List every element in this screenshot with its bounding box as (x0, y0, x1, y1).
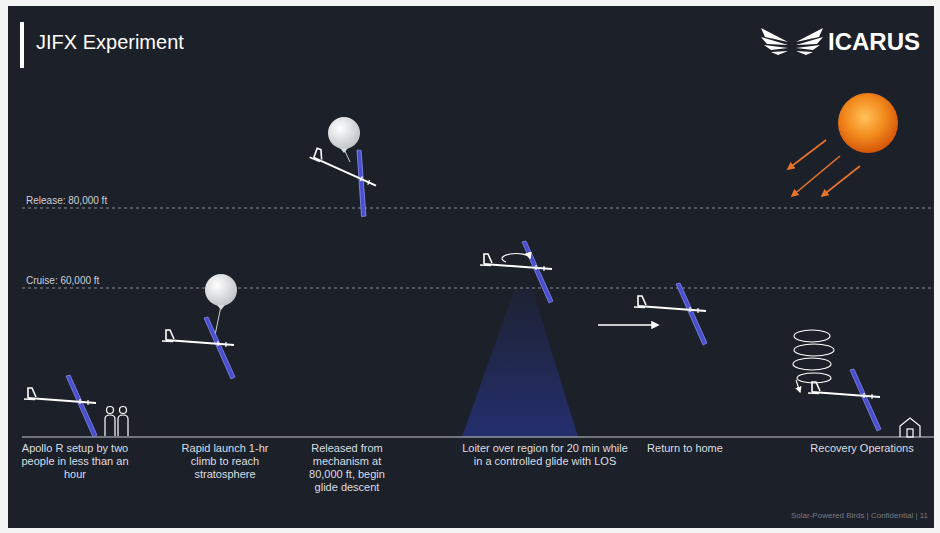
home-icon (900, 418, 920, 437)
loiter-circle-arrow (502, 254, 530, 262)
balloon-neck (217, 305, 225, 310)
descent-spiral-part (794, 330, 830, 342)
altitude-label: Cruise: 60,000 ft (26, 275, 186, 287)
stage-caption: Return to home (630, 442, 740, 455)
left-wing-part (764, 45, 788, 50)
right-wing-part (796, 45, 820, 50)
right-wing (796, 28, 823, 55)
stage-caption: Released from mechanism at 80,000 ft, be… (301, 442, 393, 494)
stage-caption: Apollo R setup by two people in less tha… (15, 442, 135, 481)
aircraft-on-ground (24, 375, 97, 437)
release-altitude-line (22, 208, 934, 209)
recovered-aircraft (808, 369, 881, 431)
stage-caption: Recovery Operations (802, 442, 922, 455)
logo-wings (761, 28, 823, 55)
stage-caption: Rapid launch 1-hr climb to reach stratos… (173, 442, 277, 481)
title-bar (20, 22, 24, 68)
sun-rays-part (792, 156, 840, 196)
cruise-altitude-line (22, 288, 934, 289)
left-wing-part (771, 51, 788, 55)
slide-title: JIFX Experiment (36, 31, 184, 54)
right-wing-part (796, 51, 813, 55)
two-people-icon-part (120, 407, 127, 414)
return-arrow (598, 324, 658, 325)
sun-rays-part (822, 166, 860, 196)
two-people-icon (105, 407, 128, 437)
sun-rays (788, 140, 860, 196)
returning-aircraft (634, 283, 707, 345)
balloon (328, 117, 360, 149)
two-people-icon-part (107, 407, 114, 414)
released-aircraft (297, 135, 387, 218)
sun-rays-part (788, 140, 826, 169)
two-people-icon-part (105, 415, 115, 436)
altitude-label: Release: 80,000 ft (26, 195, 186, 207)
ground-line (22, 436, 934, 437)
descent-spiral-part (793, 358, 831, 370)
sun (838, 93, 898, 153)
balloon (205, 274, 237, 306)
home-icon-part (907, 429, 913, 437)
logo-text: ICARUS (828, 27, 928, 56)
footer-note: Solar-Powered Birds | Confidential | 11 (708, 511, 928, 521)
right-wing-part (796, 37, 823, 45)
loitering-aircraft (480, 241, 553, 303)
left-wing-part (761, 37, 788, 45)
descent-spiral-part (794, 344, 834, 356)
descent-spiral-part (796, 380, 800, 392)
two-people-icon-part (118, 415, 128, 436)
climbing-aircraft (162, 317, 235, 379)
home-icon-part (900, 418, 920, 437)
balloon-neck (340, 148, 348, 153)
slide-background (8, 6, 934, 528)
stage-caption: Loiter over region for 20 min while in a… (459, 442, 631, 468)
left-wing (761, 28, 788, 55)
line-of-sight-cone (462, 288, 578, 437)
